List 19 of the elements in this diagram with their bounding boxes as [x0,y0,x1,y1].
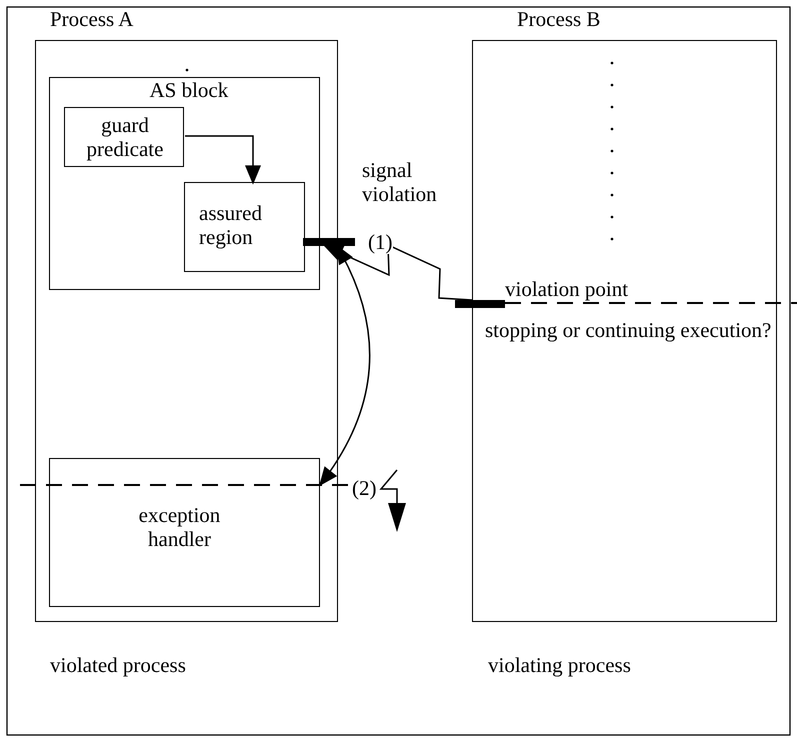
node-label: AS block [150,78,230,102]
arrow [185,135,261,185]
node-label: exception handler [138,502,222,550]
arrow [324,244,472,301]
predicate-box [64,107,184,167]
text-label: stopping or continuing execution? [485,318,772,342]
violation-bar [455,300,505,308]
block-box [48,76,320,290]
edge-label: signal violation [362,158,438,206]
node-label: assured region [199,201,263,249]
text-label: violation point [505,277,630,301]
text-label: violating process [488,653,632,677]
handler-box [48,458,320,606]
region-box [184,182,305,272]
process-title: Process B [517,7,602,31]
node-label: guard predicate [86,113,164,161]
process-title: Process A [50,7,134,31]
text-label: violated process [50,653,187,677]
violation-bar [303,238,355,246]
